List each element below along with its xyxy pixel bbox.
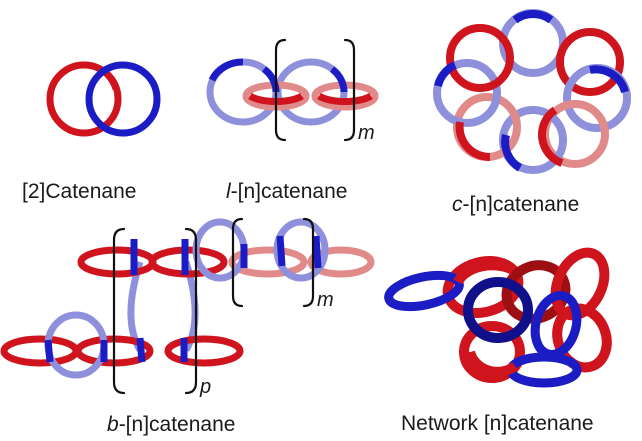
red-ring [46,61,122,137]
linear-subscript-m: m [358,122,375,144]
top-red-4 [307,246,375,278]
cyclic-ring-left [433,59,501,127]
caption-branched: b-[n]catenane [107,413,235,436]
right-bracket [343,38,356,142]
caption-two-catenane: [2]Catenane [22,180,136,203]
caption-network: Network [n]catenane [401,412,594,435]
two-catenane-diagram [46,61,161,137]
top-red-1 [77,246,157,278]
net-ring-red-4 [459,321,525,383]
branched-subscript-m: m [317,289,334,311]
cyclic-ring-top-right [556,28,624,96]
ring-blue-2-front [329,66,348,93]
branched-subscript-p: p [199,376,211,398]
blue-ring [85,61,161,137]
bottom-red-1 [0,335,80,367]
caption-cyclic: c-[n]catenane [452,193,579,216]
net-ring-blue-4 [506,352,582,388]
cyclic-catenane-diagram [433,9,631,174]
branched-bracket-p-right [184,227,198,395]
branched-bracket-m-right [302,217,315,308]
ring-red-2-front [317,92,373,106]
net-ring-blue-1 [384,270,464,312]
branched-bracket-p-left [112,227,126,395]
left-bracket [274,38,287,142]
cyclic-ring-top-left [446,24,514,92]
bottom-red-3 [164,335,244,367]
caption-linear: l-[n]catenane [226,180,347,203]
top-blue-2 [273,218,329,282]
net-ring-blue-2 [463,277,533,343]
branched-catenane-diagram: p m [0,217,375,398]
linear-catenane-diagram: m [206,38,379,144]
branched-bracket-m-left [231,217,244,308]
network-catenane-diagram [384,247,612,388]
red-over-segment [105,72,120,91]
